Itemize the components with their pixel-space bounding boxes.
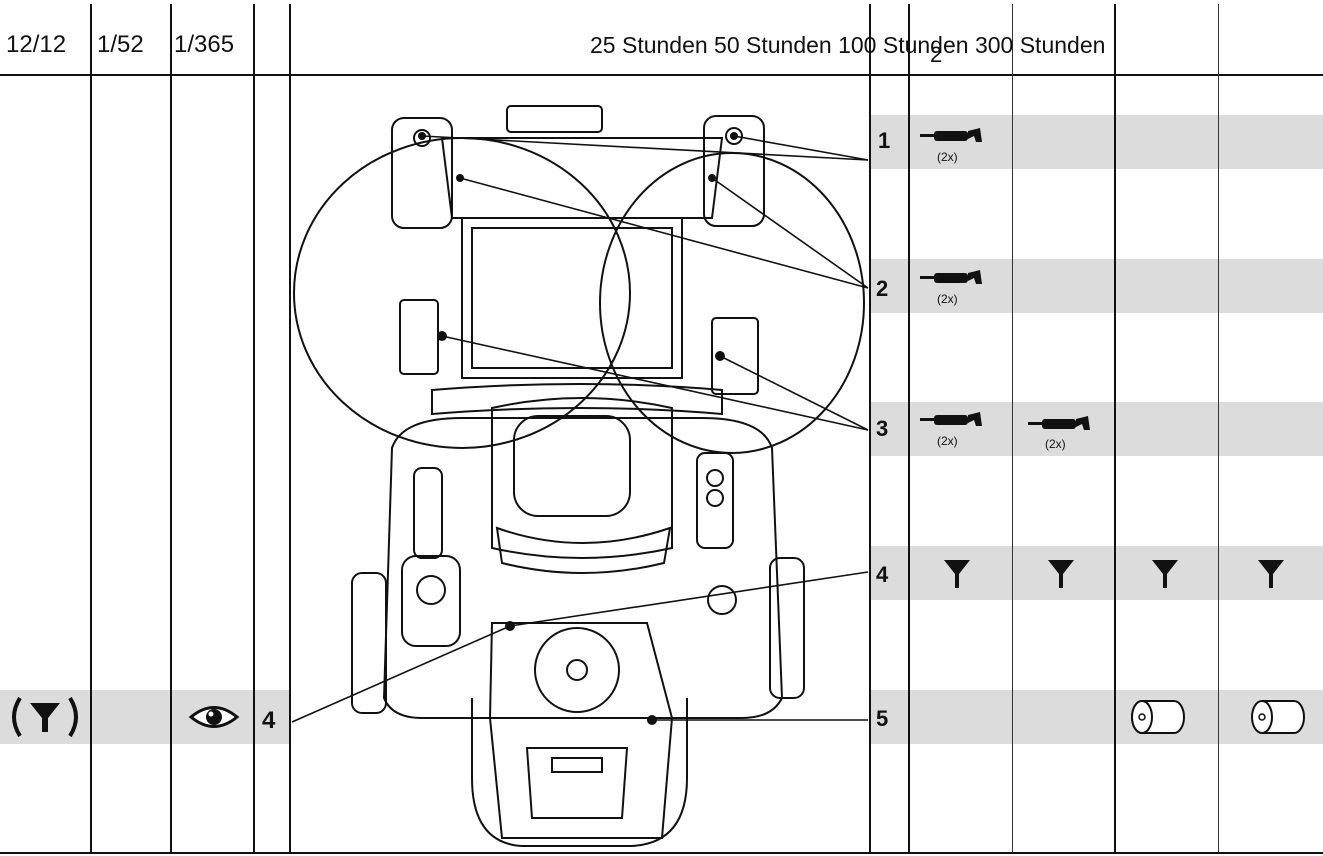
multiplier-label: (2x) [1045,437,1066,451]
row-band-3 [870,402,1323,456]
col-divider-8 [1114,4,1116,852]
row-number-1: 1 [878,128,891,153]
header-intervals: 25 Stunden 50 Stunden 100 Stunden 300 St… [590,32,1106,58]
col-divider-1 [90,4,92,852]
grease-gun-icon [920,128,982,142]
mower-outline [293,105,865,847]
callout-points [418,132,738,725]
col-divider-2 [170,4,172,852]
header-divider [0,74,1323,76]
col-divider-6 [908,4,910,852]
col-divider-4 [289,4,291,852]
oil-filter-icon [1131,700,1185,734]
row-band-4 [870,546,1323,600]
col-divider-5 [869,4,871,852]
multiplier-label: (2x) [937,434,958,448]
row-band-5 [870,690,1323,744]
col-divider-7 [1012,4,1013,852]
callout-lines [291,135,869,723]
col-divider-3 [253,4,255,852]
grease-gun-icon [920,412,982,426]
header-12-12: 12/12 [6,31,67,58]
eye-icon [188,706,240,728]
row-band-2 [870,259,1323,313]
header-1-52: 1/52 [97,31,144,58]
table-bottom-border [0,852,1323,854]
row-number-2: 2 [876,276,889,301]
header-1-365: 1/365 [174,31,235,58]
grease-gun-icon [920,270,982,284]
row-number-4: 4 [876,562,889,587]
col-divider-9 [1218,4,1219,852]
funnel-icon [944,560,970,588]
funnel-icon [1258,560,1284,588]
header-col2-marker: 2 [930,42,943,67]
row-band-1 [870,115,1323,169]
oil-filter-icon [1251,700,1305,734]
row-number-3: 3 [876,416,889,441]
funnel-icon [1152,560,1178,588]
funnel-icon [1048,560,1074,588]
multiplier-label: (2x) [937,150,958,164]
multiplier-label: (2x) [937,292,958,306]
left-row-number: 4 [262,707,276,734]
grease-gun-icon [1028,416,1090,430]
mower-diagram [291,105,869,847]
funnel-in-parentheses-icon [12,696,78,738]
row-number-5: 5 [876,706,889,731]
